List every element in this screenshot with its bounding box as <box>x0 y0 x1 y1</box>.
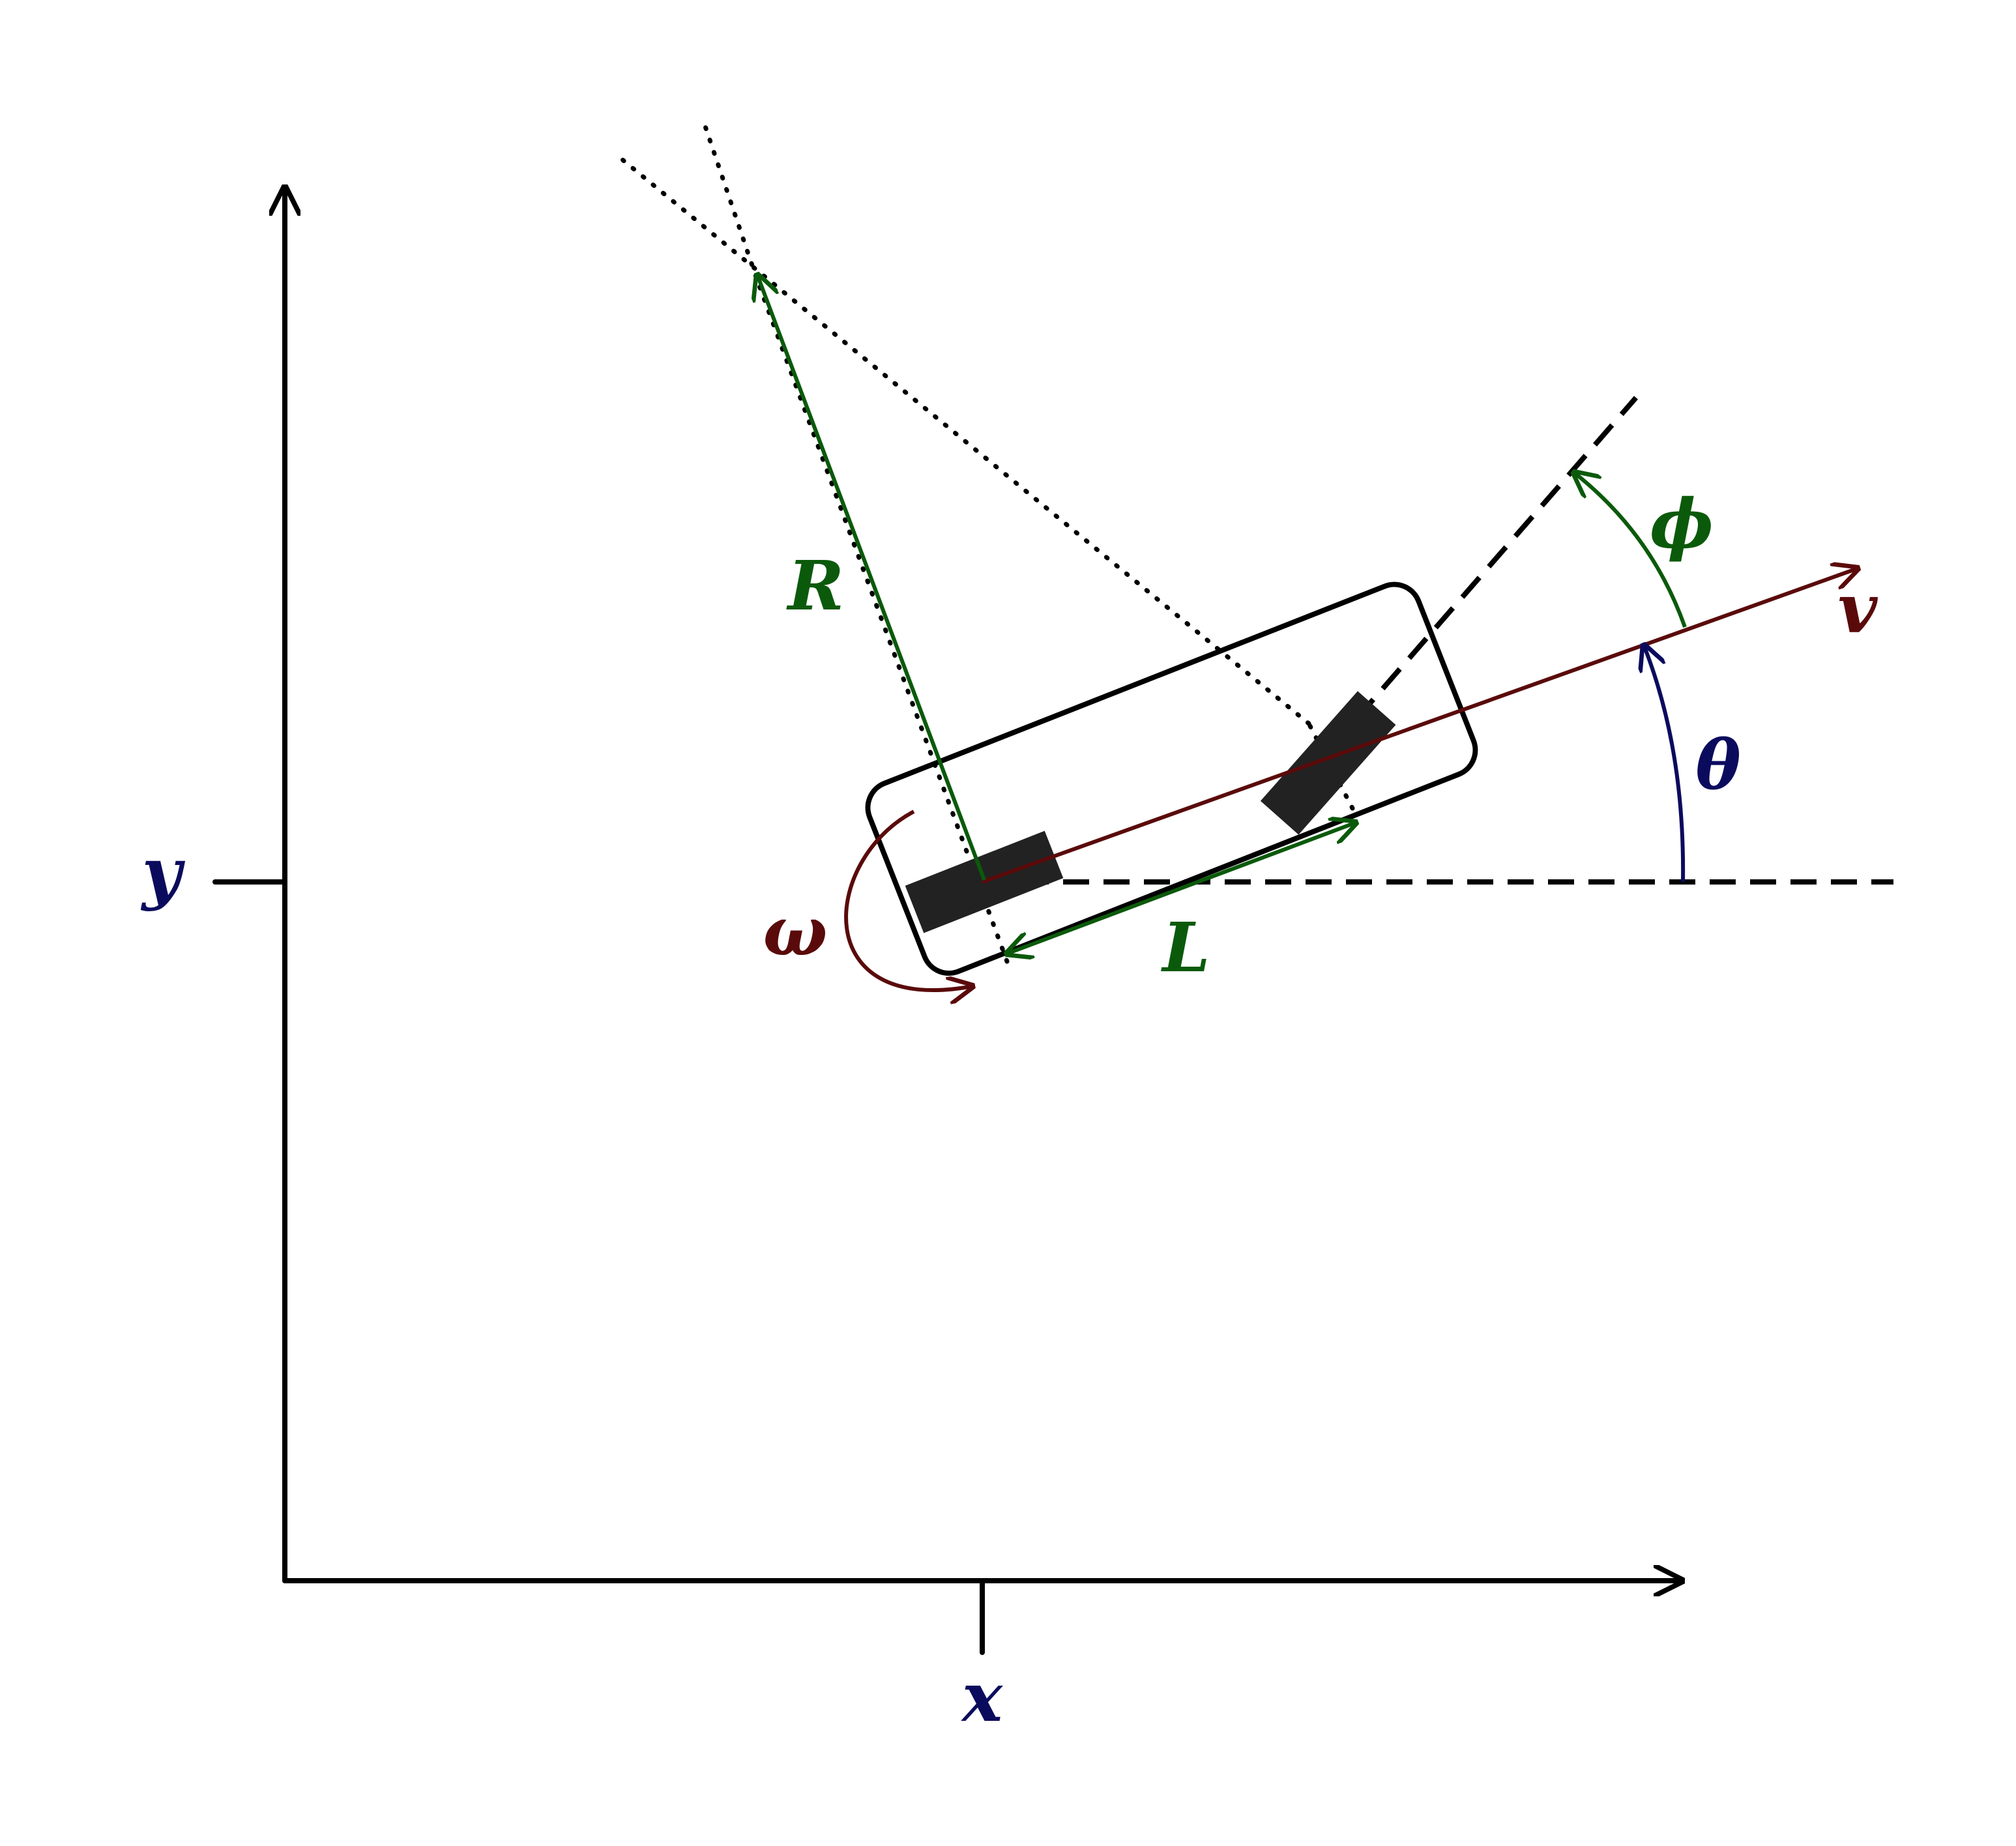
steering-angle-arc <box>1574 473 1687 628</box>
x-axis-label: x <box>961 1657 1003 1737</box>
dashed-reference-lines <box>982 396 1893 885</box>
wheelbase-label: L <box>1160 907 1210 988</box>
front-wheel <box>1260 691 1396 835</box>
turning-radius-label: R <box>786 546 844 626</box>
front-axle-line <box>620 157 1311 726</box>
front-axle-line-lower <box>1306 721 1355 811</box>
heading-angle-arc <box>1644 645 1686 883</box>
dotted-construction-lines <box>620 120 1355 964</box>
steering-direction-line <box>1327 396 1639 752</box>
wheelbase-arrow <box>1007 823 1356 954</box>
heading-angle-label: θ <box>1695 725 1740 805</box>
rear-axle-line <box>753 274 1010 964</box>
steering-angle-label: ϕ <box>1650 484 1714 564</box>
angular-velocity-label: ω <box>763 891 827 971</box>
angular-velocity-arc <box>844 810 972 990</box>
turning-radius-arrow <box>757 275 986 881</box>
axes <box>212 188 1682 1655</box>
rear-axle-line-extension <box>701 120 759 280</box>
velocity-label: v <box>1838 568 1878 649</box>
y-axis-label: y <box>141 832 186 913</box>
